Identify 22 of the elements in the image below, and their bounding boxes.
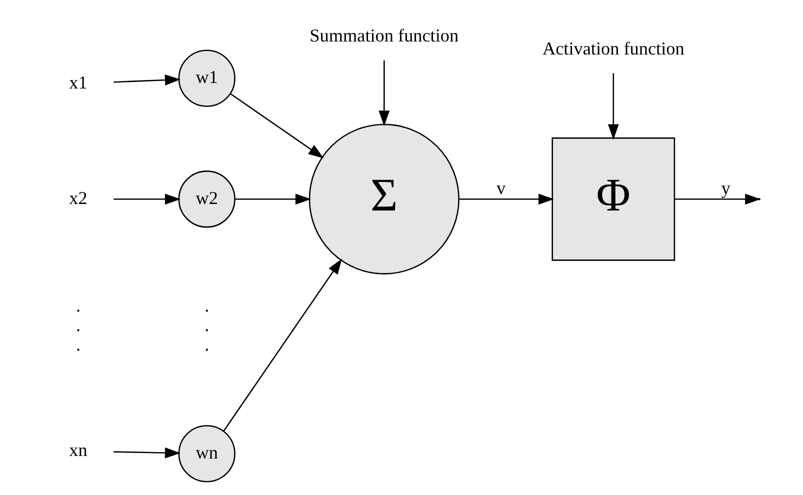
label: . . .: [204, 296, 210, 355]
edge-label: y: [721, 178, 730, 198]
node-text: x1: [69, 72, 88, 92]
arrow: [608, 73, 619, 140]
arrow: [459, 194, 554, 205]
arrow: [114, 194, 181, 205]
arrow: [378, 60, 390, 126]
label: . . .: [76, 296, 81, 355]
arrow: [114, 447, 181, 458]
arrow: [230, 93, 324, 158]
arrow: [223, 258, 342, 432]
node-box: Φ: [552, 137, 676, 261]
node-text: Activation function: [542, 38, 684, 59]
node-circle: w1: [178, 50, 236, 107]
edge-label: v: [496, 178, 506, 198]
node-circle: wn: [178, 425, 236, 482]
node-text: Summation function: [310, 26, 459, 46]
arrow: [114, 74, 181, 86]
arrow: [235, 194, 312, 205]
node-circle: w2: [178, 170, 236, 228]
node-text: xn: [69, 440, 88, 460]
node-text: x2: [69, 188, 88, 208]
